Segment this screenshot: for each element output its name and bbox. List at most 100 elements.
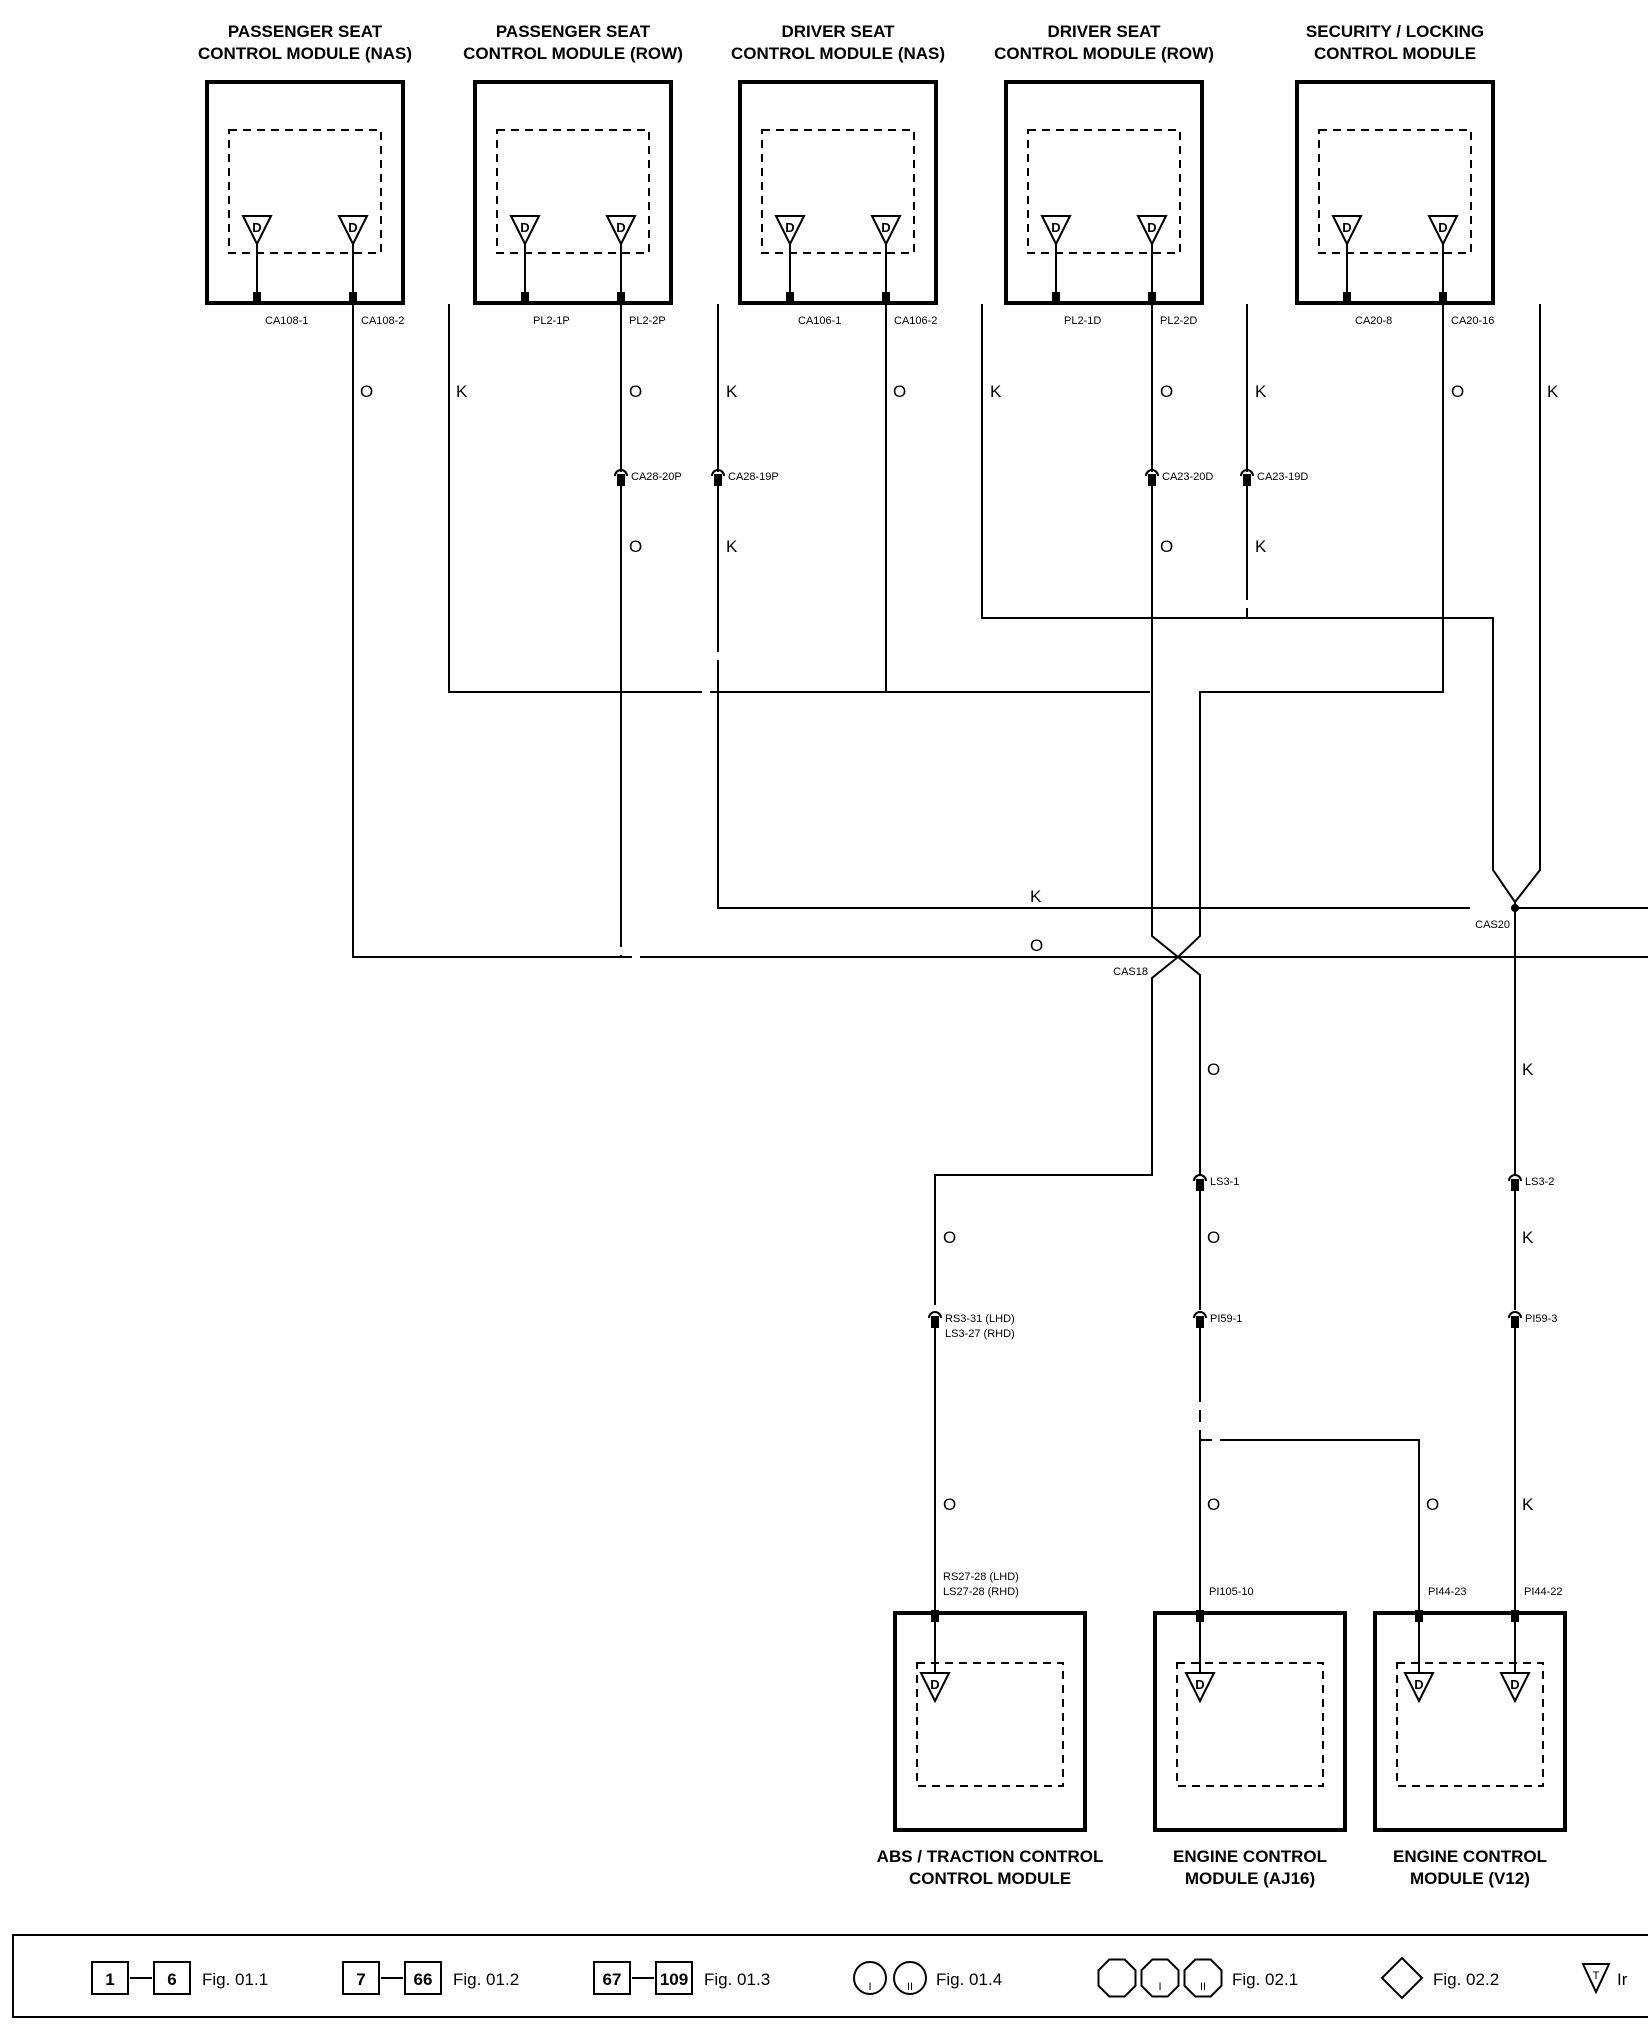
module-symbol-letter: D <box>1147 220 1156 235</box>
connector-arch <box>1508 1174 1522 1182</box>
inline-connector: PI59-1 <box>1193 1311 1242 1328</box>
module-symbol-letter: D <box>1195 1677 1204 1692</box>
module-title-line1: SECURITY / LOCKING <box>1306 22 1484 41</box>
splice-label-cas18: CAS18 <box>1113 966 1148 978</box>
connector-pin <box>617 474 625 486</box>
module-symbol-letter: D <box>616 220 625 235</box>
legend-number: 66 <box>414 1970 433 1989</box>
module-box <box>1153 1611 1347 1832</box>
connector-label: PI59-3 <box>1525 1313 1557 1325</box>
connector-label: CA23-20D <box>1162 471 1213 483</box>
wire-color-label: K <box>1030 887 1042 906</box>
connector-pin <box>714 474 722 486</box>
module-symbol-letter: D <box>1051 220 1060 235</box>
inline-connector: CA23-19D <box>1240 469 1308 486</box>
module-pin-label: PL2-1P <box>533 315 570 327</box>
connector-pin <box>1511 1316 1519 1328</box>
module-pin <box>1343 292 1351 304</box>
module-title-line1: DRIVER SEAT <box>1047 22 1161 41</box>
legend-number-box <box>342 1961 380 1995</box>
connector-pin <box>1196 1316 1204 1328</box>
connector-label: CA28-20P <box>631 471 682 483</box>
module-inner-dashed <box>496 129 650 254</box>
module-inner-dashed <box>1176 1662 1324 1787</box>
legend-circle-mark: II <box>907 1981 913 1993</box>
module-pin <box>1439 292 1447 304</box>
module-box <box>1004 80 1204 305</box>
legend-figure-ref: Fig. 01.4 <box>936 1970 1002 1989</box>
module-pin-label: PL2-1D <box>1064 315 1101 327</box>
wire-color-label: O <box>1451 382 1464 401</box>
module-pin-label: PI44-22 <box>1524 1586 1563 1598</box>
connector-pin <box>1148 474 1156 486</box>
module-title-line2: CONTROL MODULE (ROW) <box>463 44 683 63</box>
module-symbol-triangle <box>1184 1672 1216 1704</box>
legend-number: 1 <box>105 1970 114 1989</box>
wire-k-ca106-2 <box>981 304 1516 903</box>
module-inner-dashed <box>1396 1662 1544 1787</box>
module-inner-dashed <box>761 129 915 254</box>
module-pin-label: CA108-2 <box>361 315 404 327</box>
module-symbol-letter: D <box>930 1677 939 1692</box>
module-inner-dashed <box>1027 129 1181 254</box>
module-pin <box>1148 292 1156 304</box>
module-pin-label: CA20-8 <box>1355 315 1392 327</box>
legend-frame <box>12 1934 1648 2018</box>
connector-arch <box>1508 1311 1522 1319</box>
module-symbol-letter: D <box>348 220 357 235</box>
module-inner-dashed <box>1318 129 1472 254</box>
module-box <box>1295 80 1495 305</box>
wire-color-label: K <box>1255 382 1267 401</box>
module-symbol-letter: D <box>520 220 529 235</box>
inline-connector: LS3-2 <box>1508 1174 1554 1191</box>
module-symbol-triangle <box>509 215 541 247</box>
connector-pin <box>1196 1179 1204 1191</box>
wire-color-label: K <box>1255 537 1267 556</box>
legend-number: 7 <box>356 1970 365 1989</box>
connector-arch <box>928 1311 942 1319</box>
wire-o-pl2-1d-b <box>1151 486 1201 1088</box>
connector-arch <box>711 469 725 477</box>
module-symbol-triangle <box>919 1672 951 1704</box>
connector-label: PI59-1 <box>1210 1313 1242 1325</box>
connector-label: CA23-19D <box>1257 471 1308 483</box>
wire-color-label: K <box>1522 1495 1534 1514</box>
module-box <box>205 80 405 305</box>
module-pin <box>1511 1610 1519 1622</box>
module-title-line1: PASSENGER SEAT <box>228 22 383 41</box>
wire-color-label: O <box>1160 382 1173 401</box>
connector-arch <box>614 469 628 477</box>
module-symbol-triangle <box>1427 215 1459 247</box>
module-symbol-letter: D <box>252 220 261 235</box>
connector-arch <box>1240 469 1254 477</box>
wire-color-label: O <box>943 1228 956 1247</box>
module-box <box>473 80 673 305</box>
wire-o-to-v12 <box>1226 1439 1420 1610</box>
wire-color-label: K <box>456 382 468 401</box>
legend-octagon-mark: I <box>1158 1981 1161 1993</box>
legend-number-box <box>404 1961 442 1995</box>
wire-o-ca20-8 <box>934 304 1444 1305</box>
module-title-line2: CONTROL MODULE (NAS) <box>731 44 945 63</box>
legend-circle <box>853 1961 887 1995</box>
connector-arch <box>1193 1174 1207 1182</box>
connector-pin <box>931 1316 939 1328</box>
legend-octagon-mark: II <box>1200 1981 1206 1993</box>
inline-connector: RS3-31 (LHD)LS3-27 (RHD) <box>928 1311 1015 1340</box>
legend-number-box <box>655 1961 693 1995</box>
module-pin-label: CA20-16 <box>1451 315 1494 327</box>
legend-octagon <box>1140 1958 1180 1998</box>
module-symbol-letter: D <box>1438 220 1447 235</box>
module-pin-label: PL2-2P <box>629 315 666 327</box>
module-pin-label: PI44-23 <box>1428 1586 1467 1598</box>
legend-octagon <box>1097 1958 1137 1998</box>
legend-number: 109 <box>660 1970 688 1989</box>
